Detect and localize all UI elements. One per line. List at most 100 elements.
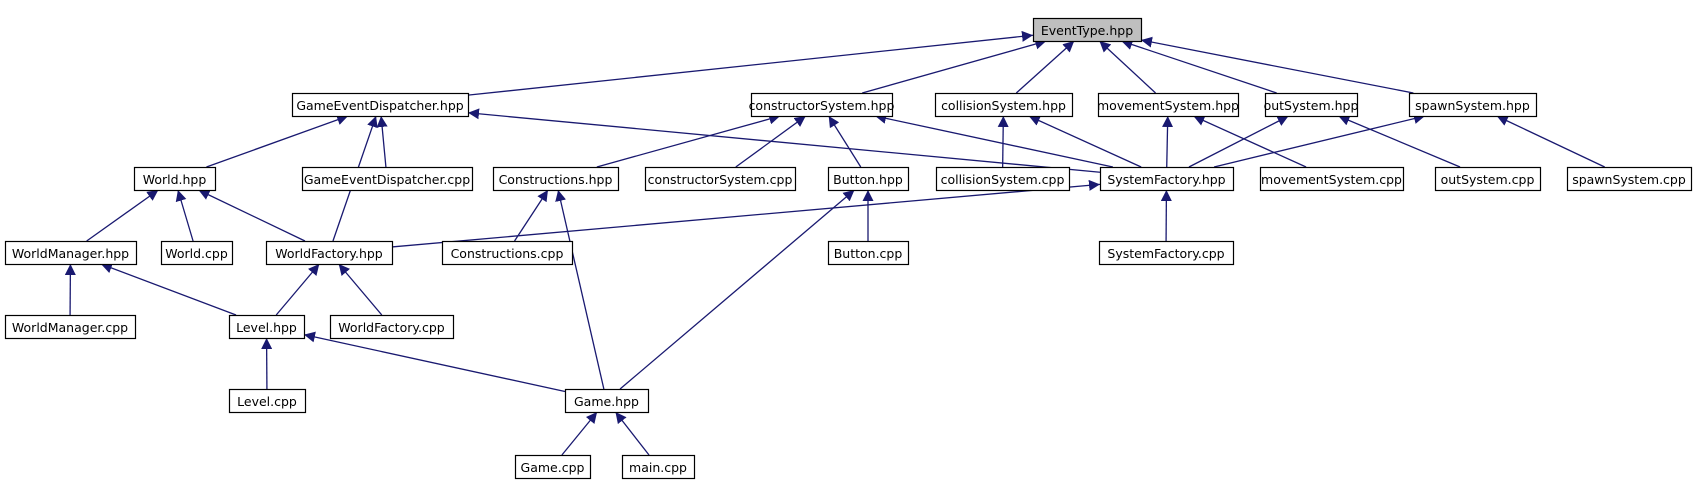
edges-layer (64, 30, 1605, 456)
node-box (1264, 92, 1359, 118)
edge-game-cpp-to-game-hpp (561, 411, 598, 456)
node-spawnsystem-hpp[interactable]: spawnSystem.hpp (1408, 92, 1538, 118)
node-button-cpp[interactable]: Button.cpp (827, 240, 910, 266)
node-outsystem-hpp[interactable]: outSystem.hpp (1264, 92, 1359, 118)
node-worldmanager-cpp[interactable]: WorldManager.cpp (4, 314, 137, 340)
node-label: outSystem.hpp (1264, 98, 1359, 113)
edge-outsystem-hpp-to-eventtype-hpp (1121, 39, 1277, 94)
edge-worldmanager-hpp-to-world-hpp (86, 189, 159, 242)
node-box (621, 454, 696, 480)
node-label: SystemFactory.hpp (1107, 172, 1225, 187)
node-label: WorldFactory.cpp (338, 320, 444, 335)
edge-game-hpp-to-level-hpp (303, 331, 566, 393)
node-worldfactory-cpp[interactable]: WorldFactory.cpp (329, 314, 455, 340)
node-label: Constructions.cpp (451, 246, 564, 261)
node-box (1566, 166, 1693, 192)
node-outsystem-cpp[interactable]: outSystem.cpp (1434, 166, 1542, 192)
node-label: movementSystem.hpp (1097, 98, 1239, 113)
node-game-cpp[interactable]: Game.cpp (514, 454, 592, 480)
node-gameeventdispatcher-hpp[interactable]: GameEventDispatcher.hpp (291, 92, 470, 118)
edge-systemfactory-hpp-to-gameeventdispatcher-hpp (467, 108, 1101, 173)
node-box (1097, 92, 1240, 118)
node-box (827, 166, 910, 192)
edge-collisionsystem-hpp-to-eventtype-hpp (1015, 40, 1075, 94)
node-label: SystemFactory.cpp (1107, 246, 1224, 261)
edge-game-hpp-to-constructions-hpp (555, 189, 605, 390)
node-label: Button.cpp (834, 246, 903, 261)
node-label: WorldManager.hpp (12, 246, 129, 261)
node-level-hpp[interactable]: Level.hpp (228, 314, 306, 340)
node-label: World.cpp (165, 246, 228, 261)
node-systemfactory-hpp[interactable]: SystemFactory.hpp (1099, 166, 1235, 192)
edge-spawnsystem-hpp-to-eventtype-hpp (1140, 36, 1414, 94)
node-box (1434, 166, 1542, 192)
node-eventtype-hpp[interactable]: EventType.hpp (1032, 17, 1143, 43)
node-label: Constructions.hpp (499, 172, 613, 187)
node-constructorsystem-cpp[interactable]: constructorSystem.cpp (644, 166, 797, 192)
edge-constructorsystem-cpp-to-constructorsystem-hpp (735, 115, 807, 168)
node-box (935, 166, 1071, 192)
node-button-hpp[interactable]: Button.hpp (827, 166, 910, 192)
node-worldfactory-hpp[interactable]: WorldFactory.hpp (265, 240, 394, 266)
edge-collisionsystem-cpp-to-collisionsystem-hpp (997, 115, 1009, 168)
edge-world-cpp-to-world-hpp (175, 189, 194, 242)
node-box (265, 240, 394, 266)
edge-level-hpp-to-worldmanager-hpp (100, 262, 237, 316)
node-spawnsystem-cpp[interactable]: spawnSystem.cpp (1566, 166, 1693, 192)
node-label: outSystem.cpp (1441, 172, 1535, 187)
node-world-hpp[interactable]: World.hpp (133, 166, 217, 192)
node-label: collisionSystem.hpp (941, 98, 1066, 113)
node-box (291, 92, 470, 118)
node-box (228, 388, 307, 414)
node-box (301, 166, 474, 192)
node-box (441, 240, 574, 266)
node-label: Game.hpp (574, 394, 639, 409)
node-box (4, 314, 137, 340)
node-world-cpp[interactable]: World.cpp (160, 240, 234, 266)
edge-movementsystem-cpp-to-movementsystem-hpp (1193, 115, 1307, 168)
node-level-cpp[interactable]: Level.cpp (228, 388, 307, 414)
node-collisionsystem-cpp[interactable]: collisionSystem.cpp (935, 166, 1071, 192)
node-systemfactory-cpp[interactable]: SystemFactory.cpp (1098, 240, 1235, 266)
node-box (133, 166, 217, 192)
node-box (1259, 166, 1405, 192)
node-movementsystem-hpp[interactable]: movementSystem.hpp (1097, 92, 1240, 118)
node-box (750, 92, 894, 118)
edge-main-cpp-to-game-hpp (614, 411, 650, 456)
node-gameeventdispatcher-cpp[interactable]: GameEventDispatcher.cpp (301, 166, 474, 192)
edge-systemfactory-hpp-to-constructorsystem-hpp (874, 112, 1114, 168)
node-box (934, 92, 1074, 118)
node-label: Level.hpp (236, 320, 297, 335)
edge-constructions-cpp-to-constructions-hpp (513, 189, 549, 242)
edge-game-hpp-to-button-hpp (619, 189, 855, 390)
edge-systemfactory-hpp-to-collisionsystem-hpp (1028, 115, 1142, 168)
edge-outsystem-cpp-to-outsystem-hpp (1338, 115, 1461, 168)
node-worldmanager-hpp[interactable]: WorldManager.hpp (4, 240, 138, 266)
edge-gameeventdispatcher-cpp-to-gameeventdispatcher-hpp (376, 115, 388, 168)
node-box (564, 388, 650, 414)
node-label: World.hpp (143, 172, 207, 187)
node-box (329, 314, 455, 340)
node-label: EventType.hpp (1041, 23, 1133, 38)
edge-constructions-hpp-to-constructorsystem-hpp (596, 113, 781, 168)
edge-gameeventdispatcher-hpp-to-eventtype-hpp (467, 30, 1034, 96)
node-box (1032, 17, 1143, 43)
edge-worldfactory-hpp-to-systemfactory-hpp (391, 179, 1101, 248)
node-label: Level.cpp (237, 394, 297, 409)
node-label: Game.cpp (521, 460, 585, 475)
node-label: spawnSystem.hpp (1415, 98, 1530, 113)
node-constructions-hpp[interactable]: Constructions.hpp (492, 166, 620, 192)
node-constructions-cpp[interactable]: Constructions.cpp (441, 240, 574, 266)
node-constructorsystem-hpp[interactable]: constructorSystem.hpp (749, 92, 895, 118)
node-label: WorldFactory.hpp (275, 246, 383, 261)
node-box (228, 314, 306, 340)
node-label: movementSystem.cpp (1261, 172, 1402, 187)
node-movementsystem-cpp[interactable]: movementSystem.cpp (1259, 166, 1405, 192)
node-label: GameEventDispatcher.cpp (304, 172, 470, 187)
node-main-cpp[interactable]: main.cpp (621, 454, 696, 480)
node-label: collisionSystem.cpp (941, 172, 1065, 187)
node-game-hpp[interactable]: Game.hpp (564, 388, 650, 414)
node-collisionsystem-hpp[interactable]: collisionSystem.hpp (934, 92, 1074, 118)
